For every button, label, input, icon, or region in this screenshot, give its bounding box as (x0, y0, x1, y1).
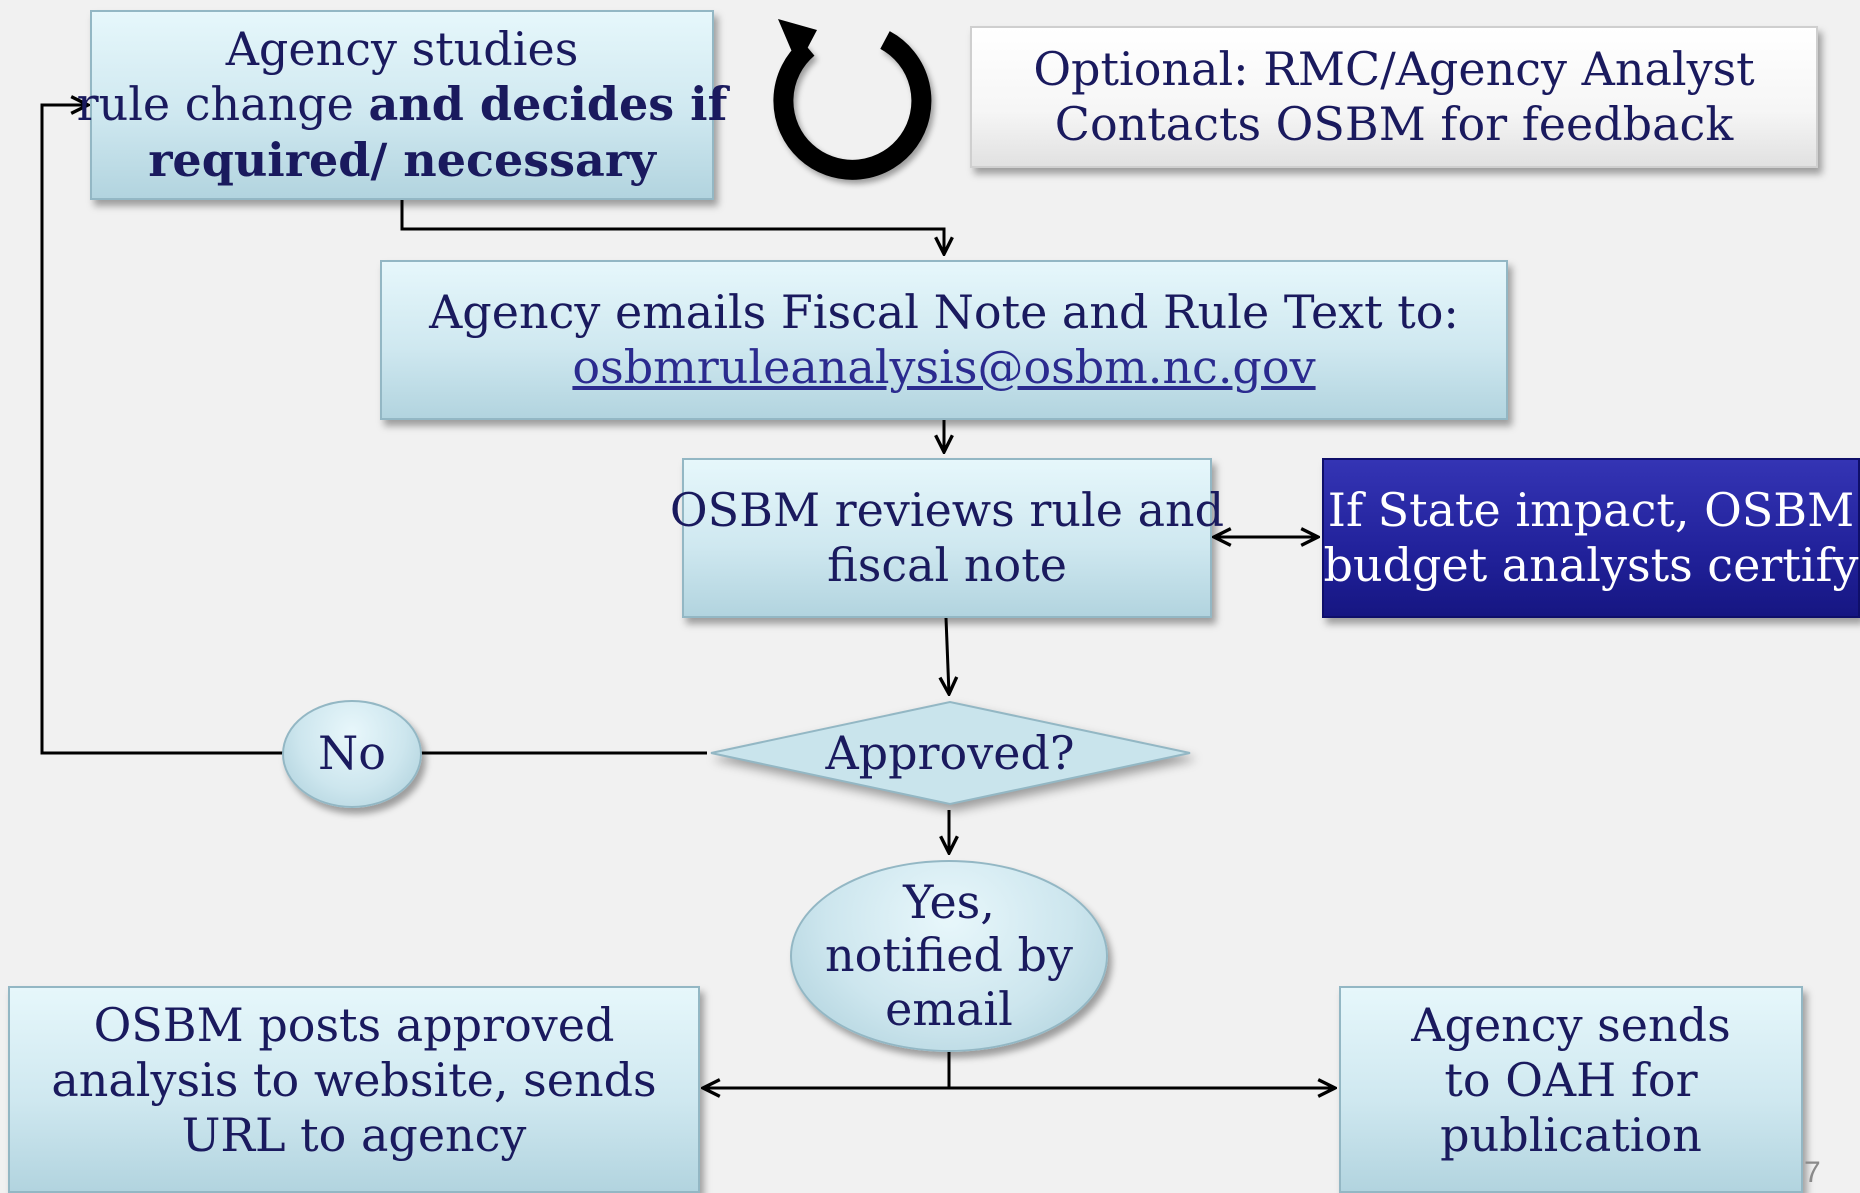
yes-line3: email (885, 981, 1013, 1036)
osbm-posts-line3: URL to agency (181, 1108, 527, 1163)
no-decision-ellipse: No (282, 700, 422, 808)
approved-diamond-shape (710, 700, 1191, 806)
state-impact-line2: budget analysts certify (1323, 538, 1859, 592)
connector-no-loop (40, 105, 707, 755)
state-impact-line1: If State impact, OSBM (1327, 482, 1855, 537)
agency-studies-line2-bold: and decides if (368, 77, 728, 132)
yes-line1: Yes, (903, 874, 995, 929)
agency-studies-box: Agency studies rule change and decides i… (77, 10, 727, 200)
osbm-posts-box: OSBM posts approved analysis to website,… (8, 986, 700, 1193)
agency-emails-box: Agency emails Fiscal Note and Rule Text … (380, 260, 1508, 420)
agency-studies-line2-plain: rule change (76, 77, 369, 132)
connector-reviews-to-approved (946, 617, 949, 694)
connector-studies-to-emails (400, 200, 944, 254)
agency-sends-line1: Agency sends (1411, 998, 1731, 1052)
agency-emails-line1: Agency emails Fiscal Note and Rule Text … (429, 284, 1459, 339)
osbm-reviews-box: OSBM reviews rule and fiscal note (670, 458, 1224, 618)
optional-line1: Optional: RMC/Agency Analyst (1033, 41, 1755, 96)
approved-text: Approved? (825, 726, 1075, 781)
circular-arrow-icon (773, 19, 932, 180)
osbm-reviews-line1: OSBM reviews rule and (669, 482, 1225, 537)
approved-label: Approved? (760, 712, 1140, 796)
agency-sends-box: Agency sends to OAH for publication (1339, 986, 1803, 1193)
no-text: No (318, 726, 386, 781)
yes-notified-ellipse: Yes, notified by email (790, 860, 1108, 1052)
optional-feedback-box: Optional: RMC/Agency Analyst Contacts OS… (970, 26, 1818, 168)
osbm-reviews-line2: fiscal note (827, 538, 1067, 592)
yes-line2: notified by (825, 928, 1073, 983)
agency-sends-line2: to OAH for (1444, 1053, 1698, 1108)
state-impact-box: If State impact, OSBM budget analysts ce… (1322, 458, 1860, 618)
osbm-posts-line2: analysis to website, sends (51, 1053, 657, 1108)
page-number: 7 (1804, 1156, 1821, 1189)
agency-studies-line1: Agency studies (225, 22, 579, 77)
email-link[interactable]: osbmruleanalysis@osbm.nc.gov (572, 340, 1316, 394)
agency-sends-line3: publication (1440, 1108, 1702, 1163)
osbm-posts-line1: OSBM posts approved (93, 998, 615, 1052)
optional-line2: Contacts OSBM for feedback (1054, 97, 1734, 151)
agency-studies-line3: required/ necessary (148, 132, 656, 187)
